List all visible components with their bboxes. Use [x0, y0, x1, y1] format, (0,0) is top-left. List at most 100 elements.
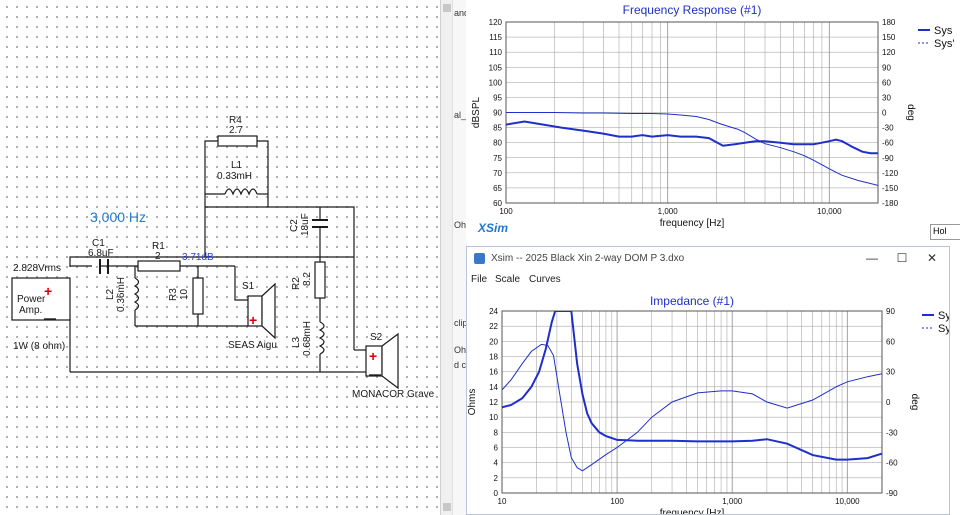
x-axis-label: frequency [Hz]	[660, 218, 725, 229]
y2-axis-label: deg	[905, 104, 916, 121]
impedance-window-title: Xsim -- 2025 Black Xin 2-way DOM P 3.dxo	[491, 253, 685, 264]
wire-woofer-branch	[204, 206, 355, 350]
y-tick-label: 110	[489, 48, 502, 57]
legend-sys-prime-label: Sys'	[938, 323, 949, 335]
schematic-scrollbar[interactable]	[440, 0, 453, 515]
y2-tick-label: 90	[882, 63, 891, 72]
minimize-button[interactable]: —	[866, 251, 878, 265]
r1-db-label: 3.71dB	[182, 252, 214, 263]
scroll-down-arrow[interactable]	[443, 503, 451, 511]
y2-tick-label: -60	[882, 139, 894, 148]
menu-file[interactable]: File	[471, 274, 488, 285]
wire-r4-right	[257, 140, 269, 207]
l3-name: L3	[291, 336, 302, 348]
y2-tick-label: -90	[886, 489, 898, 498]
y-tick-label: 95	[493, 93, 502, 102]
y-tick-label: 24	[489, 307, 498, 316]
l2-inductor	[133, 277, 140, 311]
y-tick-label: 4	[494, 459, 499, 468]
plot-frame	[501, 310, 883, 494]
menu-scale[interactable]: Scale	[495, 274, 521, 285]
scroll-up-arrow[interactable]	[443, 4, 451, 12]
s1-model: SEAS Aigu	[228, 340, 277, 351]
l1-inductor	[224, 188, 258, 196]
legend-sys-label: Sys	[938, 310, 949, 322]
x-axis-label: frequency [Hz]	[660, 508, 725, 514]
x-tick-label: 100	[610, 497, 624, 506]
s1-plus-icon: +	[249, 312, 257, 328]
y2-axis-label: deg	[909, 394, 920, 411]
x-tick-label: 1,000	[658, 207, 679, 216]
y-tick-label: 75	[493, 154, 502, 163]
l1-value: 0.33mH	[217, 171, 252, 182]
c1-value: 6.8uF	[88, 248, 114, 259]
impedance-window[interactable]: Xsim -- 2025 Black Xin 2-way DOM P 3.dxo…	[466, 246, 950, 515]
y2-tick-label: -30	[882, 124, 894, 133]
y-tick-label: 105	[489, 63, 503, 72]
y-tick-label: 20	[489, 337, 498, 346]
y2-tick-label: 0	[882, 109, 887, 118]
x-tick-label: 1,000	[722, 497, 743, 506]
s2-minus-icon: —	[369, 367, 381, 381]
l2-name: L2	[105, 288, 116, 300]
y-tick-label: 14	[489, 383, 498, 392]
x-tick-label: 10,000	[835, 497, 860, 506]
y-tick-label: 70	[493, 169, 502, 178]
l2-value: 0.36mH	[116, 277, 127, 312]
y2-tick-label: 60	[886, 337, 895, 346]
r4-name: R4	[229, 115, 242, 126]
y-tick-label: 65	[493, 184, 502, 193]
hold-button[interactable]: Hol	[930, 224, 960, 240]
power-amp-box	[11, 277, 71, 321]
series-sys-prime-line	[502, 343, 882, 472]
bg-fragment: d c	[454, 360, 467, 370]
bg-fragment: Ohr	[454, 345, 467, 355]
impedance-titlebar[interactable]: Xsim -- 2025 Black Xin 2-way DOM P 3.dxo…	[467, 247, 949, 271]
y-tick-label: 90	[493, 109, 502, 118]
l3-inductor	[318, 321, 325, 355]
series-sys-prime-line	[506, 112, 878, 186]
s1-name: S1	[242, 281, 255, 292]
r2-resistor	[314, 261, 326, 299]
bg-fragment: al_m	[454, 110, 467, 120]
series-sys-line	[502, 311, 882, 461]
xsim-app-icon	[474, 253, 485, 264]
s2-name: S2	[370, 332, 383, 343]
r3-resistor	[192, 277, 204, 315]
wire-top-rail	[69, 256, 354, 267]
maximize-button[interactable]: ☐	[896, 251, 908, 265]
y-tick-label: 22	[489, 322, 498, 331]
y-tick-label: 8	[494, 428, 499, 437]
y2-tick-label: 30	[886, 368, 895, 377]
chart-title: Impedance (#1)	[650, 294, 734, 308]
y-tick-label: 60	[493, 199, 502, 208]
background-window-strip: and al_m Ohr clip Ohr d c	[452, 0, 467, 515]
r2-name: R2	[291, 277, 302, 290]
y-tick-label: 0	[494, 489, 499, 498]
l3-value: 0.68mH	[302, 321, 313, 356]
bg-fragment: Ohr	[454, 220, 467, 230]
y-tick-label: 115	[489, 33, 502, 42]
y-tick-label: 85	[493, 124, 502, 133]
y2-tick-label: 0	[886, 398, 891, 407]
s1-speaker-cone	[261, 282, 276, 340]
y-tick-label: 12	[489, 398, 498, 407]
y2-tick-label: 90	[886, 307, 895, 316]
menu-curves[interactable]: Curves	[529, 274, 561, 285]
y2-tick-label: -60	[886, 459, 898, 468]
source-voltage-label: 2.828Vrms	[13, 263, 61, 274]
y2-tick-label: -150	[882, 184, 899, 193]
c2-value: 18uF	[300, 213, 311, 236]
y-tick-label: 10	[489, 413, 498, 422]
schematic-canvas[interactable]: + + + — — 2.828Vrms Power Amp. 1W (8 ohm…	[0, 0, 440, 515]
wire-r4-left	[204, 140, 218, 207]
x-tick-label: 10,000	[817, 207, 842, 216]
y-tick-label: 2	[494, 474, 499, 483]
close-button[interactable]: ✕	[926, 251, 938, 265]
c1-name: C1	[92, 238, 105, 249]
legend-sys-label: Sys	[934, 25, 953, 37]
frequency-response-chart: Frequency Response (#1)60657075808590951…	[471, 3, 954, 235]
y2-tick-label: 120	[882, 48, 896, 57]
s2-speaker-cone	[381, 332, 399, 390]
